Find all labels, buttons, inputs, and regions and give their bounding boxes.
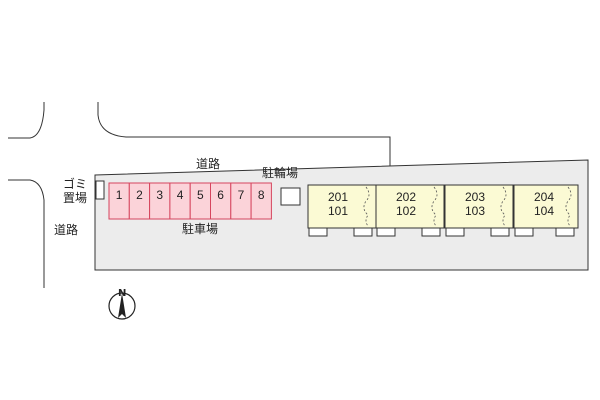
garbage-box [95,180,105,200]
road-label-left: 道路 [54,222,78,237]
road-edges [8,102,391,288]
parking-slot-8 [250,182,272,220]
unit-number-upper: 204 [534,190,554,204]
bicycle-parking-label: 駐輪場 [262,165,298,180]
road-label-top: 道路 [196,156,220,171]
parking-slot-number: 7 [238,188,245,202]
parking-slot-number: 8 [258,188,265,202]
unit-number-lower: 104 [534,204,554,218]
unit-number-upper: 203 [465,190,485,204]
garbage-label-line2: 置場 [63,191,87,205]
garbage-label-line1: ゴミ [63,176,87,191]
parking-slot-number: 4 [177,188,184,202]
unit-number-lower: 102 [396,204,416,218]
parking-slot-number: 5 [197,188,204,202]
north-label: N [118,288,126,299]
unit-number-upper: 201 [328,190,348,204]
unit-number-lower: 101 [328,204,348,218]
unit-number-upper: 202 [396,190,416,204]
north-compass-icon: N [108,288,136,320]
parking-slot-number: 3 [156,188,163,202]
unit-number-lower: 103 [465,204,485,218]
parking-slot-number: 1 [116,188,123,202]
parking-label: 駐車場 [182,221,218,236]
bicycle-parking-box [280,187,301,206]
parking-slot-number: 2 [136,188,143,202]
parking-slot-number: 6 [217,188,224,202]
